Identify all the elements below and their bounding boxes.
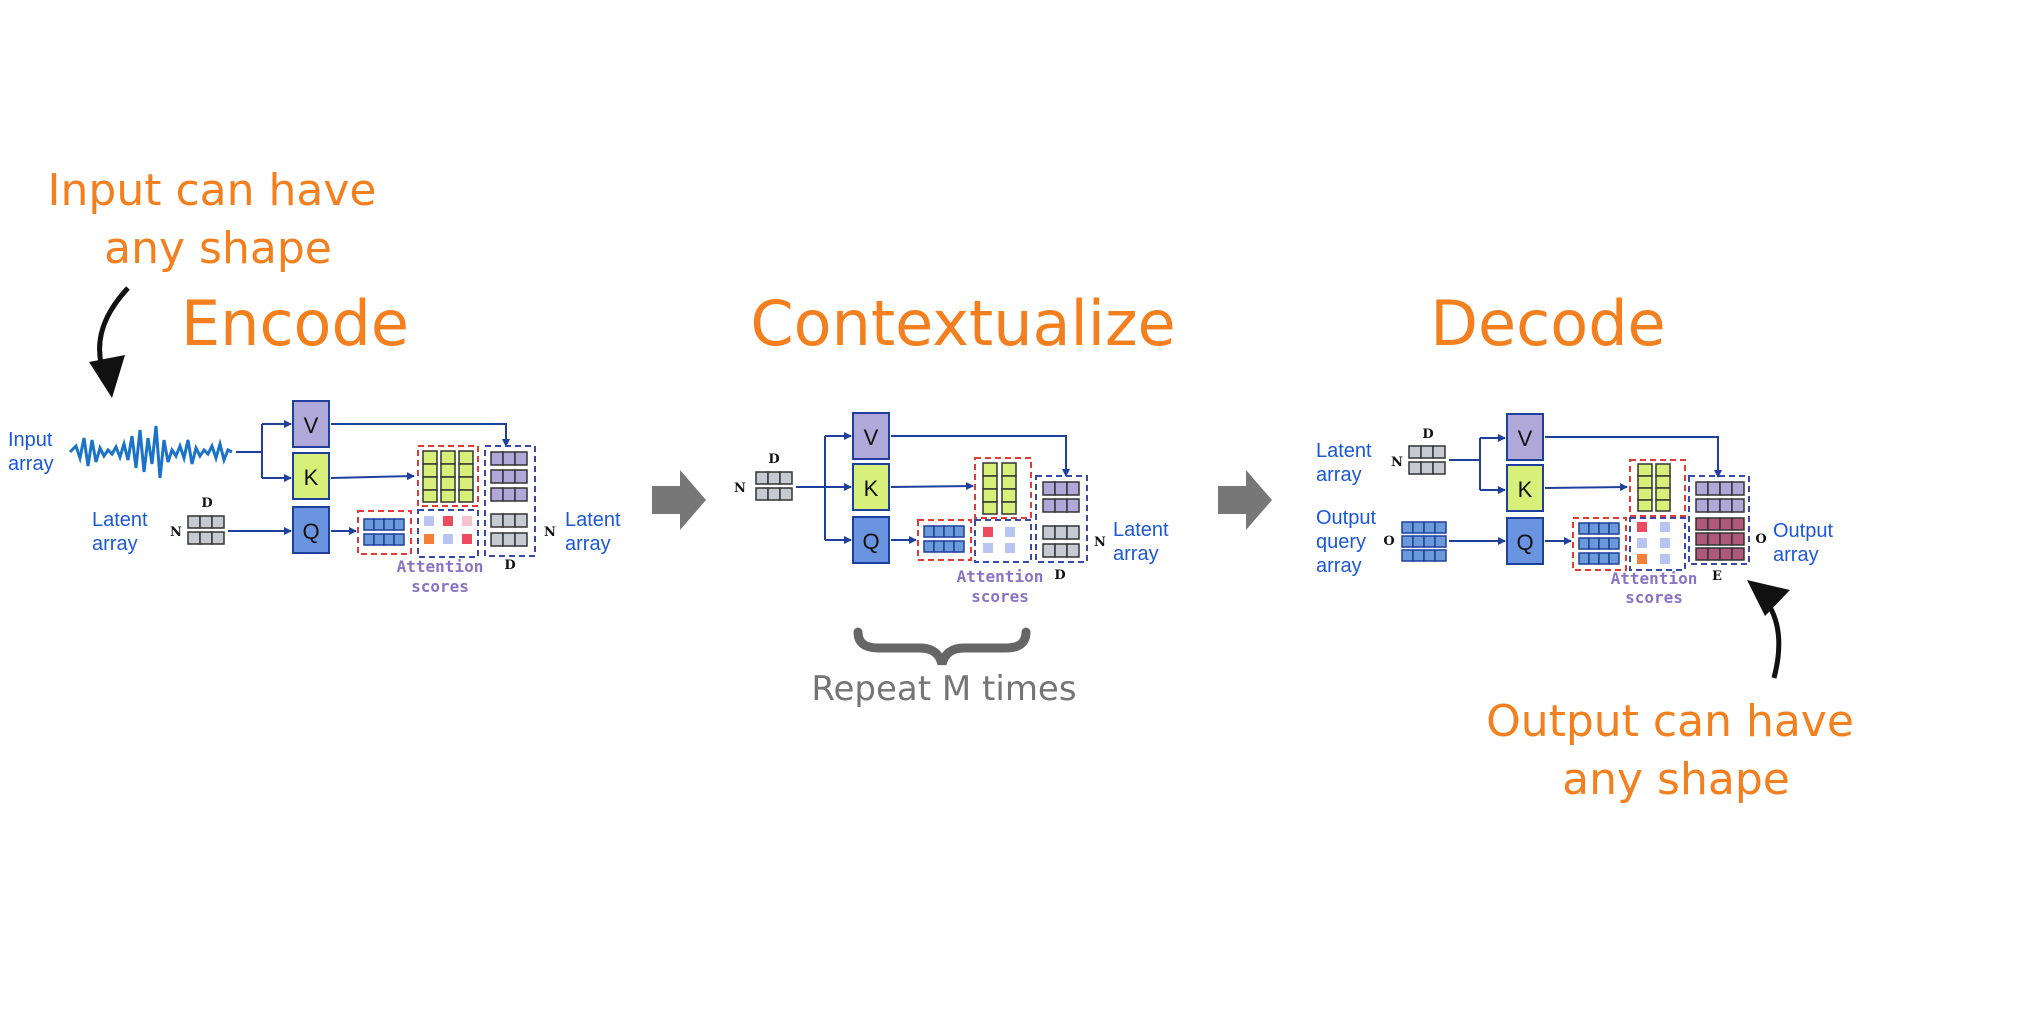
ctx-output-latent-label-2: array bbox=[1113, 543, 1159, 565]
dec-query-matrix bbox=[1578, 522, 1620, 565]
dec-attention-scores bbox=[1637, 522, 1670, 564]
dec-q-label: Q bbox=[1516, 530, 1533, 555]
dec-dim-d: D bbox=[1422, 427, 1433, 442]
dec-dim-o: O bbox=[1383, 534, 1394, 549]
dim-n-label: N bbox=[170, 525, 182, 540]
ctx-k-box bbox=[852, 463, 890, 511]
input-callout-line-2: any shape bbox=[104, 223, 332, 274]
output-array-matrix bbox=[1695, 517, 1745, 561]
encode-value-matrix bbox=[490, 451, 528, 502]
ctx-query-matrix bbox=[923, 525, 965, 553]
input-array-label-1: Input bbox=[8, 429, 53, 451]
encode-k-label: K bbox=[304, 465, 319, 490]
decode-latent-label-1: Latent bbox=[1316, 440, 1372, 462]
ctx-attention-scores bbox=[983, 527, 1015, 553]
ctx-latent-matrix bbox=[755, 471, 793, 501]
dec-dim-n: N bbox=[1391, 455, 1403, 470]
repeat-label: Repeat M times bbox=[811, 669, 1076, 709]
decode-latent-label-2: array bbox=[1316, 464, 1362, 486]
output-shape-callout: Output can have any shape bbox=[1486, 580, 1854, 805]
ctx-dim-d-out: D bbox=[1054, 568, 1065, 583]
encode-output-latent-label-1: Latent bbox=[565, 509, 621, 531]
dec-latent-matrix bbox=[1408, 445, 1446, 475]
encode-query-matrix bbox=[363, 518, 405, 546]
encode-block: Input array Latent array D N V K Q bbox=[8, 400, 621, 596]
encode-latent-label-2: array bbox=[92, 533, 138, 555]
decode-block: Latent array D N Output query array O V … bbox=[1316, 413, 1833, 607]
ctx-dim-d: D bbox=[768, 452, 779, 467]
dec-v-label: V bbox=[1518, 426, 1533, 451]
input-callout-arrowhead-icon bbox=[89, 355, 125, 398]
encode-v-label: V bbox=[304, 413, 319, 438]
dim-d-label: D bbox=[201, 496, 212, 511]
ctx-q-box bbox=[852, 516, 890, 564]
encode-q-box bbox=[292, 506, 330, 554]
output-array-label-2: array bbox=[1773, 544, 1819, 566]
dec-attention-label-2: scores bbox=[1625, 588, 1683, 607]
encode-attention-scores bbox=[424, 516, 472, 544]
ctx-attention-label-2: scores bbox=[971, 587, 1029, 606]
dec-key-matrix bbox=[1637, 463, 1671, 512]
ctx-attention-label-1: Attention bbox=[957, 567, 1044, 586]
ctx-output-latent-label-1: Latent bbox=[1113, 519, 1169, 541]
dec-k-box bbox=[1506, 464, 1544, 512]
encode-k-box bbox=[292, 452, 330, 500]
output-callout-arrowhead-icon bbox=[1747, 580, 1790, 616]
input-shape-callout: Input can have any shape bbox=[48, 165, 377, 398]
dec-dim-e: E bbox=[1712, 569, 1722, 584]
dec-dim-o-out: O bbox=[1755, 532, 1766, 547]
encode-latent-label-1: Latent bbox=[92, 509, 148, 531]
stage-arrow-1-icon bbox=[652, 470, 706, 530]
stage-title-encode: Encode bbox=[181, 287, 409, 360]
encode-key-matrix bbox=[422, 450, 474, 503]
output-query-matrix bbox=[1401, 521, 1447, 562]
encode-output-latent-label-2: array bbox=[565, 533, 611, 555]
output-array-label-1: Output bbox=[1773, 520, 1833, 542]
ctx-key-matrix bbox=[982, 462, 1017, 515]
waveform-icon bbox=[68, 425, 233, 479]
stage-arrow-2-icon bbox=[1218, 470, 1272, 530]
dec-attention-label-1: Attention bbox=[1611, 569, 1698, 588]
stage-title-contextualize: Contextualize bbox=[750, 287, 1175, 360]
ctx-value-matrix bbox=[1042, 481, 1080, 513]
ctx-dim-n: N bbox=[734, 481, 746, 496]
output-query-label-3: array bbox=[1316, 555, 1362, 577]
ctx-output-latent-matrix bbox=[1042, 525, 1080, 558]
encode-q-label: Q bbox=[302, 519, 319, 544]
ctx-v-label: V bbox=[864, 425, 879, 450]
dec-v-box bbox=[1506, 413, 1544, 461]
dec-value-matrix bbox=[1695, 481, 1745, 513]
input-callout-line-1: Input can have bbox=[48, 165, 377, 216]
output-callout-line-2: any shape bbox=[1562, 754, 1790, 805]
encode-attention-label-2: scores bbox=[411, 577, 469, 596]
input-array-label-2: array bbox=[8, 453, 54, 475]
repeat-brace-icon bbox=[853, 627, 1031, 666]
ctx-dim-n-out: N bbox=[1094, 535, 1106, 550]
ctx-q-label: Q bbox=[862, 529, 879, 554]
encode-dim-n-out: N bbox=[544, 525, 556, 540]
output-query-label-2: query bbox=[1316, 531, 1366, 553]
output-query-label-1: Output bbox=[1316, 507, 1376, 529]
dec-q-box bbox=[1506, 517, 1544, 565]
encode-attention-label-1: Attention bbox=[397, 557, 484, 576]
encode-latent-matrix bbox=[187, 515, 225, 545]
stage-title-decode: Decode bbox=[1430, 287, 1665, 360]
encode-output-latent-matrix bbox=[490, 513, 528, 547]
dec-k-label: K bbox=[1518, 477, 1533, 502]
encode-dim-d-out: D bbox=[504, 558, 515, 573]
output-callout-line-1: Output can have bbox=[1486, 696, 1854, 747]
ctx-v-box bbox=[852, 412, 890, 460]
ctx-k-label: K bbox=[864, 476, 879, 501]
contextualize-block: D N V K Q bbox=[734, 412, 1169, 709]
encode-v-box bbox=[292, 400, 330, 448]
